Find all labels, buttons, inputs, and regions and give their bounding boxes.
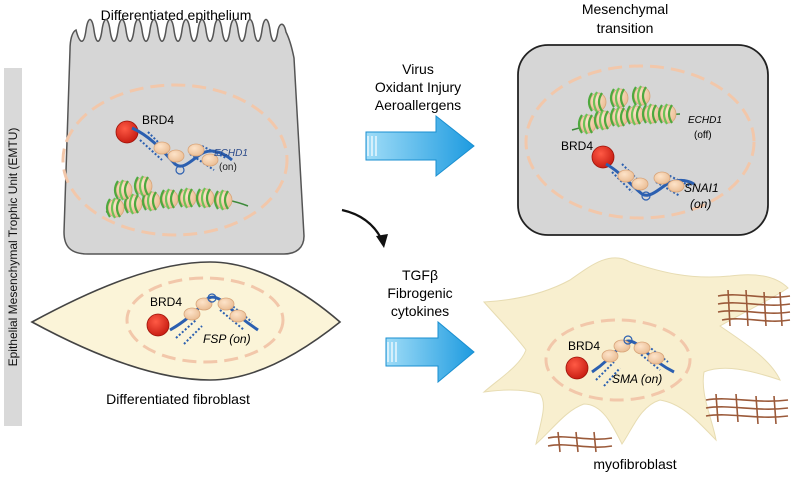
brd4-label-mt: BRD4 — [561, 139, 593, 153]
collagen-fibers-upper — [717, 289, 791, 327]
emtu-label-text: Epithelial Mesenchymal Trophic Unit (EMT… — [6, 128, 20, 367]
myofibroblast-title: myofibroblast — [593, 456, 676, 472]
brd4-label-fibroblast: BRD4 — [150, 295, 182, 309]
snai1-open-chromatin — [605, 162, 695, 201]
mesenchymal-title-line1: Mesenchymal — [582, 1, 668, 17]
stimulus-fibrogenic: Fibrogenic — [387, 285, 452, 301]
echd1-off-state: (off) — [694, 130, 712, 141]
stimulus-virus: Virus — [402, 61, 434, 77]
stimulus-tgfb: TGFβ — [402, 267, 438, 283]
echd1-off-gene: ECHD1 — [688, 115, 722, 126]
epithelium-panel: Differentiated epithelium BRD4 ECHD1 (on… — [61, 7, 305, 255]
stimulus-cytokines: cytokines — [391, 303, 449, 319]
mesenchymal-cell — [517, 44, 769, 236]
brd4-label-myofibroblast: BRD4 — [568, 339, 600, 353]
brd4-protein-fibroblast — [146, 313, 170, 337]
epithelium-nucleus — [61, 83, 289, 237]
transition-arrow-bottom — [385, 320, 475, 384]
echd1-condensed-chromatin — [571, 84, 681, 136]
condensed-chromatin — [105, 174, 249, 220]
fsp-open-chromatin — [169, 293, 259, 345]
snai1-gene: SNAI1 — [684, 181, 719, 195]
stimulus-aeroallergens: Aeroallergens — [375, 97, 461, 113]
fibrogenic-stimuli: TGFβ Fibrogenic cytokines — [387, 267, 452, 319]
transition-arrow-top — [365, 114, 475, 178]
fibroblast-panel: BRD4 FSP (on) Differentiated fibroblast — [30, 261, 342, 407]
collagen-fibers-lower — [705, 393, 789, 425]
brd4-protein-myofibroblast — [565, 356, 589, 380]
mesenchymal-title-line2: transition — [597, 20, 654, 36]
injury-stimuli: Virus Oxidant Injury Aeroallergens — [375, 61, 461, 113]
fibroblast-nucleus — [125, 276, 285, 364]
brd4-protein — [115, 120, 139, 144]
fsp-gene-label: FSP (on) — [203, 332, 251, 346]
snai1-state: (on) — [690, 197, 711, 211]
open-chromatin — [131, 126, 233, 175]
brd4-label: BRD4 — [142, 113, 174, 127]
sma-gene-label: SMA (on) — [612, 372, 662, 386]
echd1-gene-label: ECHD1 — [214, 148, 248, 159]
echd1-state: (on) — [219, 162, 237, 173]
fibroblast-title: Differentiated fibroblast — [106, 391, 250, 407]
mesenchymal-nucleus — [524, 64, 756, 220]
myofibroblast-nucleus — [544, 318, 692, 402]
collagen-fibers-bottom — [547, 431, 613, 453]
myofibroblast-panel: BRD4 SMA (on) — [482, 257, 791, 472]
stimulus-oxidant-injury: Oxidant Injury — [375, 79, 461, 95]
emtu-side-label: Epithelial Mesenchymal Trophic Unit (EMT… — [4, 68, 22, 426]
curved-arrow — [341, 208, 388, 248]
sma-open-chromatin — [591, 335, 675, 387]
mesenchymal-panel: Mesenchymal transition ECHD1 (off) BRD4 — [517, 1, 769, 236]
brd4-protein-mt — [591, 145, 615, 169]
epithelial-cell — [63, 18, 305, 255]
